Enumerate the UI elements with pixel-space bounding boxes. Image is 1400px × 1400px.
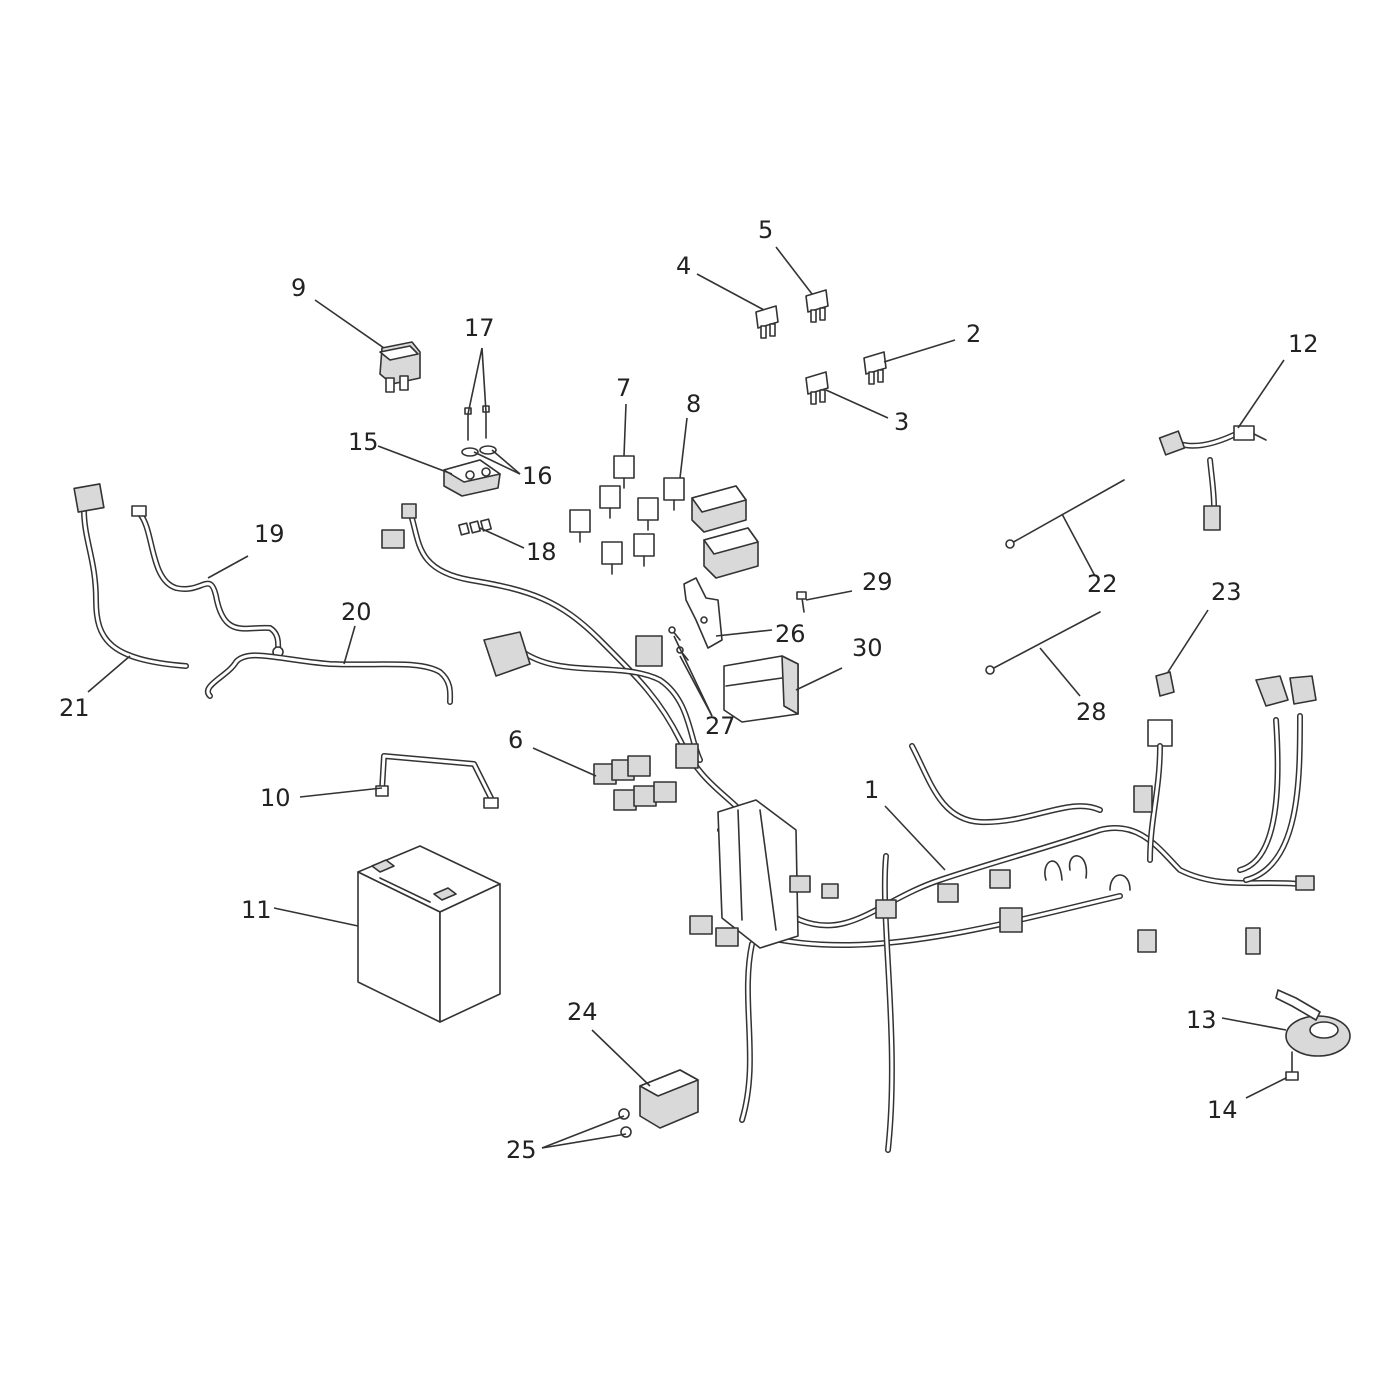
part-7-relays[interactable] <box>569 455 659 575</box>
callout-10: 10 <box>260 784 291 812</box>
callout-30: 30 <box>852 634 883 662</box>
part-13-horn[interactable] <box>1275 989 1351 1057</box>
callout-3: 3 <box>894 408 909 436</box>
part-8-relay[interactable] <box>663 477 685 511</box>
part-24-regulator[interactable] <box>639 1069 699 1129</box>
part-11-battery[interactable] <box>357 845 501 1023</box>
callout-2: 2 <box>966 320 981 348</box>
part-20-wire[interactable] <box>204 652 454 705</box>
part-28-cable-tie[interactable] <box>985 611 1101 675</box>
part-6-connector-cluster[interactable] <box>381 503 699 811</box>
callout-16: 16 <box>522 462 553 490</box>
part-2-fuse[interactable] <box>863 351 887 385</box>
callout-29: 29 <box>862 568 893 596</box>
callout-8: 8 <box>686 390 701 418</box>
callout-26: 26 <box>775 620 806 648</box>
callout-5: 5 <box>758 216 773 244</box>
callout-7: 7 <box>616 374 631 402</box>
callout-18: 18 <box>526 538 557 566</box>
callout-22: 22 <box>1087 570 1118 598</box>
callout-13: 13 <box>1186 1006 1217 1034</box>
part-29-screw[interactable] <box>796 591 807 613</box>
callout-15: 15 <box>348 428 379 456</box>
part-12-sensor[interactable] <box>1158 425 1267 531</box>
part-10-battery-strap[interactable] <box>375 753 499 809</box>
part-30-module[interactable] <box>723 655 799 723</box>
part-18-clips[interactable] <box>458 518 492 536</box>
fuse-box-upper[interactable] <box>691 485 747 533</box>
callout-11: 11 <box>241 896 272 924</box>
fuse-box-lower[interactable] <box>703 527 759 579</box>
part-14-bolt[interactable] <box>1285 1051 1299 1081</box>
part-27-screws[interactable] <box>668 626 689 661</box>
callout-20: 20 <box>341 598 372 626</box>
callout-labels: 1 2 3 4 5 6 7 8 9 10 11 12 13 14 15 16 1… <box>59 216 1319 1164</box>
callout-14: 14 <box>1207 1096 1238 1124</box>
callout-23: 23 <box>1211 578 1242 606</box>
callout-19: 19 <box>254 520 285 548</box>
callout-1: 1 <box>864 776 879 804</box>
callout-6: 6 <box>508 726 523 754</box>
callout-25: 25 <box>506 1136 537 1164</box>
callout-9: 9 <box>291 274 306 302</box>
part-23-connector[interactable] <box>1147 671 1175 747</box>
part-15-fuse-holder[interactable] <box>443 459 501 497</box>
callout-24: 24 <box>567 998 598 1026</box>
callout-21: 21 <box>59 694 90 722</box>
part-5-fuse[interactable] <box>805 289 829 323</box>
part-21-wire[interactable] <box>73 483 189 669</box>
part-9-relay[interactable] <box>379 341 421 393</box>
part-26-bracket[interactable] <box>683 577 723 649</box>
part-16-washers[interactable] <box>461 445 497 457</box>
part-4-fuse[interactable] <box>755 305 779 339</box>
callout-4: 4 <box>676 252 691 280</box>
callout-12: 12 <box>1288 330 1319 358</box>
part-1-main-harness[interactable] <box>407 509 1317 1153</box>
part-3-fuse[interactable] <box>805 371 829 405</box>
callout-27: 27 <box>705 712 736 740</box>
part-22-cable-tie[interactable] <box>1005 479 1125 549</box>
callout-17: 17 <box>464 314 495 342</box>
part-19-wire[interactable] <box>131 505 284 658</box>
part-25-bolts[interactable] <box>618 1108 632 1138</box>
callout-28: 28 <box>1076 698 1107 726</box>
leader-lines <box>87 246 1287 1149</box>
